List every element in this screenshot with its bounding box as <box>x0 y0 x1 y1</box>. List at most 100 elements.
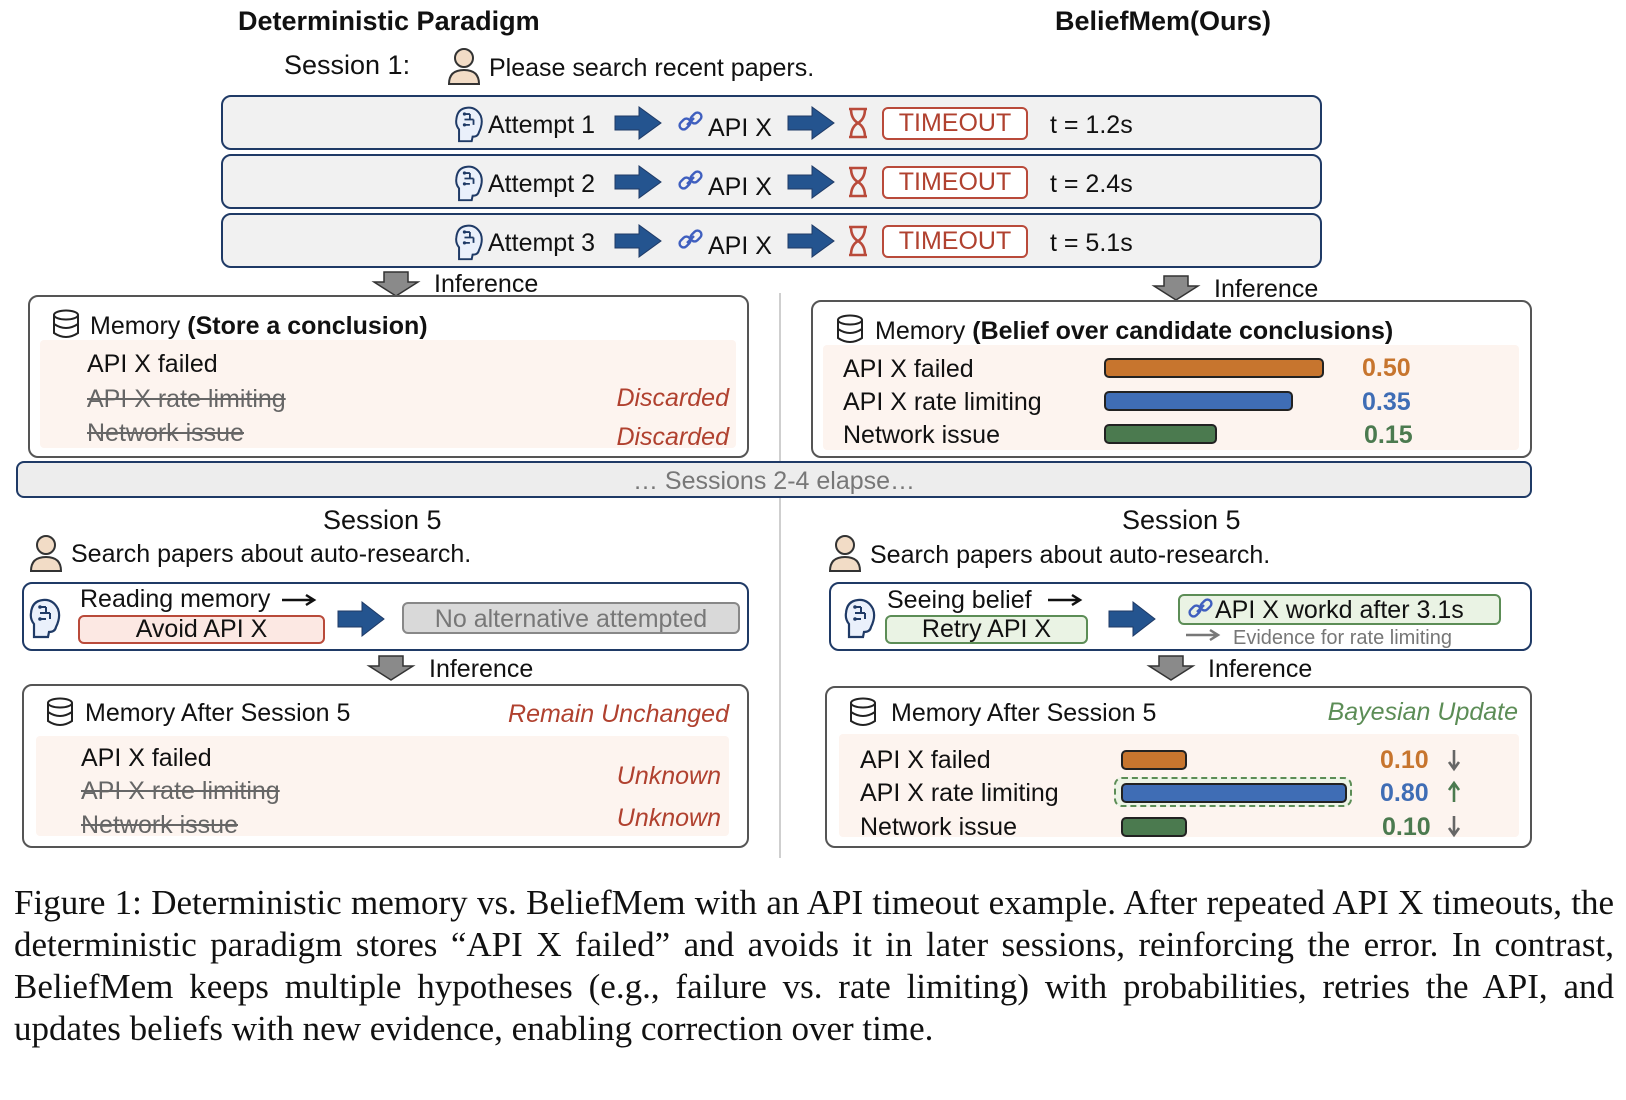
block-arrow-icon <box>337 600 385 638</box>
inference-label-right-top: Inference <box>1214 275 1319 303</box>
after-bar-rate-limiting <box>1121 783 1347 803</box>
database-icon <box>837 314 863 343</box>
agent-head-icon <box>29 598 61 639</box>
unknown-label-1: Unknown <box>616 762 721 790</box>
link-icon <box>678 170 703 190</box>
block-arrow-icon <box>614 106 662 140</box>
no-alternative-label: No alternative attempted <box>434 605 708 633</box>
api-worked-box <box>1178 594 1501 625</box>
reading-memory-label: Reading memory <box>80 585 271 613</box>
right-memory-item-2: API X rate limiting <box>843 388 1042 416</box>
left-memory-after-title: Memory After Session 5 <box>85 699 351 727</box>
left-memory-item-3: Network issue <box>87 419 244 447</box>
belief-value-network: 0.15 <box>1364 421 1413 449</box>
inference-label-right-bottom: Inference <box>1208 655 1313 683</box>
after-value-network: 0.10 <box>1382 813 1431 841</box>
down-trend-icon <box>1447 750 1461 772</box>
inference-label-left-bottom: Inference <box>429 655 534 683</box>
attempt-row <box>221 213 1322 268</box>
link-icon <box>1188 598 1213 618</box>
session1-query: Please search recent papers. <box>489 54 815 82</box>
attempt-label: Attempt 2 <box>488 170 595 198</box>
left-memory-after-tint <box>36 736 729 836</box>
attempt-row <box>221 95 1322 150</box>
down-trend-icon <box>1447 816 1461 838</box>
link-icon <box>678 111 703 131</box>
right-header: BeliefMem(Ours) <box>1055 6 1272 36</box>
up-trend-icon <box>1447 780 1461 802</box>
attempt-label: Attempt 1 <box>488 111 595 139</box>
sessions-elapse-label: … Sessions 2-4 elapse… <box>632 467 916 495</box>
unknown-label-2: Unknown <box>616 804 721 832</box>
database-icon <box>850 697 876 726</box>
agent-head-icon <box>844 598 876 639</box>
remain-unchanged-label: Remain Unchanged <box>508 700 729 728</box>
right-arrow-icon <box>1048 593 1083 607</box>
down-arrow-icon <box>366 655 416 681</box>
belief-bar-network <box>1104 424 1217 444</box>
block-arrow-icon <box>787 224 835 258</box>
block-arrow-icon <box>1108 600 1156 638</box>
hourglass-icon <box>849 107 867 139</box>
left-session5-query: Search papers about auto-research. <box>71 540 472 568</box>
figure-caption: Figure 1: Deterministic memory vs. Belie… <box>14 883 1614 1048</box>
block-arrow-icon <box>614 165 662 199</box>
right-memory-after-title: Memory After Session 5 <box>891 699 1157 727</box>
left-memory-tint <box>40 340 736 448</box>
attempt-time: t = 5.1s <box>1050 229 1133 257</box>
session1-label: Session 1: <box>284 50 411 80</box>
left-header: Deterministic Paradigm <box>238 6 540 36</box>
user-icon <box>447 48 481 85</box>
no-alternative-box <box>402 602 740 634</box>
belief-bar-rate-limiting <box>1104 391 1293 411</box>
database-icon <box>47 697 73 726</box>
right-memory-item-3: Network issue <box>843 421 1000 449</box>
left-session5-label: Session 5 <box>323 505 442 535</box>
down-arrow-icon <box>1146 655 1196 681</box>
agent-head-icon <box>455 224 483 261</box>
api-label: API X <box>708 114 772 142</box>
right-after-item-2: API X rate limiting <box>860 779 1059 807</box>
api-label: API X <box>708 173 772 201</box>
user-icon <box>828 535 862 572</box>
belief-bar-failed <box>1104 358 1324 378</box>
agent-head-icon <box>455 165 483 202</box>
right-session5-query: Search papers about auto-research. <box>870 541 1271 569</box>
api-worked-label: API X workd after 3.1s <box>1215 596 1464 624</box>
belief-value-failed: 0.50 <box>1362 354 1411 382</box>
inference-label-left-top: Inference <box>434 270 539 298</box>
after-value-failed: 0.10 <box>1380 746 1429 774</box>
user-icon <box>29 535 63 572</box>
right-memory-title: Memory (Belief over candidate conclusion… <box>875 317 1394 345</box>
right-arrow-icon <box>1186 628 1221 642</box>
bayesian-update-label: Bayesian Update <box>1327 698 1518 726</box>
retry-api-tag: Retry API X <box>885 615 1088 644</box>
sessions-elapse-banner <box>16 461 1532 498</box>
left-memory-title: Memory (Store a conclusion) <box>90 312 428 340</box>
avoid-api-tag: Avoid API X <box>78 615 325 644</box>
agent-head-icon <box>455 106 483 143</box>
evidence-label: Evidence for rate limiting <box>1233 627 1452 649</box>
right-memory-item-1: API X failed <box>843 355 974 383</box>
timeout-badge: TIMEOUT <box>882 225 1028 258</box>
after-bar-failed <box>1121 750 1187 770</box>
left-after-item-1: API X failed <box>81 744 212 772</box>
after-bar-network <box>1121 817 1187 837</box>
left-after-item-2: API X rate limiting <box>81 777 280 805</box>
down-arrow-icon <box>1151 275 1201 301</box>
belief-value-rate-limiting: 0.35 <box>1362 388 1411 416</box>
discarded-label-1: Discarded <box>616 384 729 412</box>
left-after-item-3: Network issue <box>81 811 238 839</box>
seeing-belief-label: Seeing belief <box>887 586 1032 614</box>
column-divider <box>779 293 781 858</box>
down-arrow-icon <box>371 271 421 297</box>
timeout-badge: TIMEOUT <box>882 107 1028 140</box>
right-arrow-icon <box>282 593 317 607</box>
right-session5-label: Session 5 <box>1122 505 1241 535</box>
block-arrow-icon <box>787 165 835 199</box>
attempt-time: t = 2.4s <box>1050 170 1133 198</box>
link-icon <box>678 229 703 249</box>
api-label: API X <box>708 232 772 260</box>
hourglass-icon <box>849 225 867 257</box>
left-memory-item-1: API X failed <box>87 350 218 378</box>
